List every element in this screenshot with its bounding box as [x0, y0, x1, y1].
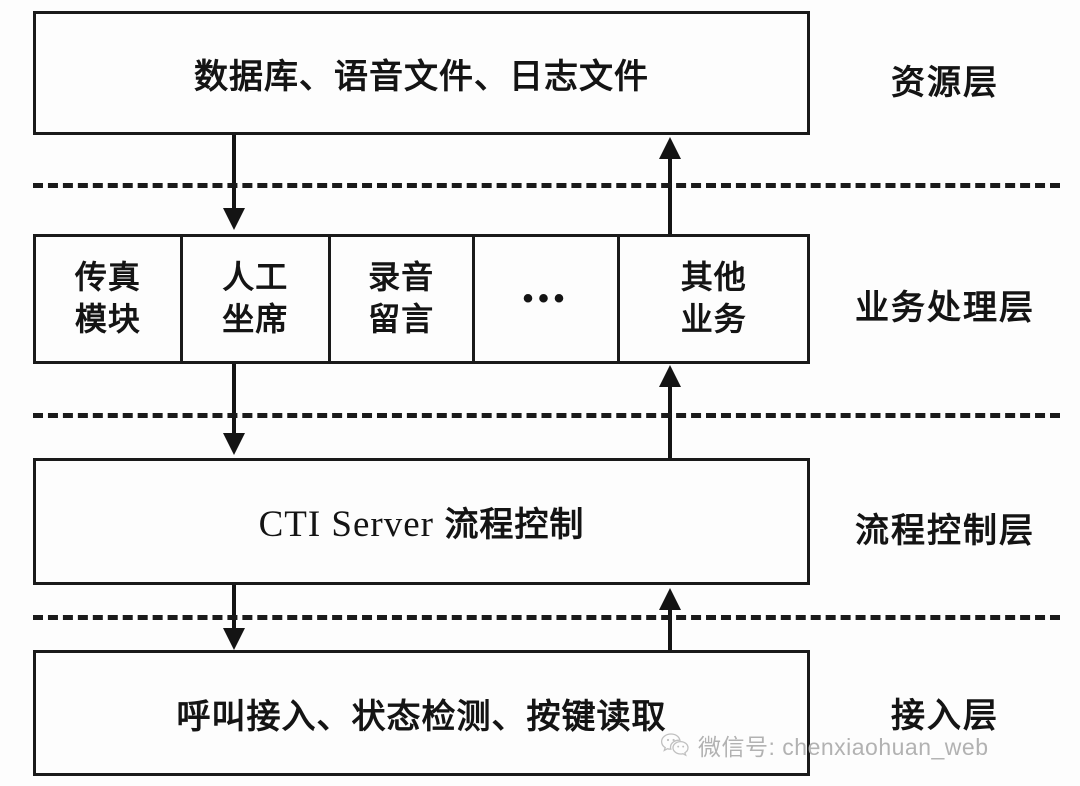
business-cell-agent-line1: 人工 — [222, 259, 289, 296]
connector-access-to-control-up — [668, 608, 672, 653]
separator-business-control — [33, 413, 1060, 418]
resource-layer-box: 数据库、语音文件、日志文件 — [33, 11, 810, 135]
resource-layer-text: 数据库、语音文件、日志文件 — [194, 57, 649, 96]
access-layer-box: 呼叫接入、状态检测、按键读取 — [33, 650, 810, 776]
control-layer-box: CTI Server 流程控制 — [33, 458, 810, 585]
business-layer-box: 传真 模块 人工 坐席 录音 留言 ••• 其他 业务 — [33, 234, 810, 364]
watermark-text: 微信号: chenxiaohuan_web — [698, 734, 989, 760]
arrowhead-down-business — [223, 208, 245, 230]
arrowhead-up-resource — [659, 137, 681, 159]
watermark: 微信号: chenxiaohuan_web — [660, 728, 989, 762]
business-cell-other[interactable]: 其他 业务 — [620, 237, 808, 361]
ellipsis-dots: ••• — [522, 282, 570, 315]
layer-label-resource: 资源层 — [891, 64, 999, 102]
arrowhead-up-control — [659, 588, 681, 610]
business-cell-voicemail-line1: 录音 — [368, 259, 435, 296]
connector-control-to-business-up — [668, 385, 672, 459]
layer-label-control: 流程控制层 — [855, 512, 1035, 550]
business-cell-ellipsis: ••• — [474, 237, 621, 361]
connector-resource-to-business-down — [232, 135, 236, 212]
arrowhead-down-access — [223, 628, 245, 650]
control-layer-text: CTI Server 流程控制 — [259, 497, 585, 546]
business-cell-other-line1: 其他 — [680, 259, 747, 296]
wechat-icon — [660, 732, 690, 758]
control-layer-text-latin: CTI Server — [258, 504, 434, 545]
connector-control-to-access-down — [232, 585, 236, 632]
layer-label-business: 业务处理层 — [855, 289, 1035, 327]
arrowhead-down-control — [223, 433, 245, 455]
business-cell-fax[interactable]: 传真 模块 — [36, 237, 183, 361]
business-cell-agent[interactable]: 人工 坐席 — [182, 237, 331, 361]
connector-business-to-control-down — [232, 364, 236, 436]
separator-control-access — [33, 615, 1060, 620]
business-cell-fax-line2: 模块 — [74, 301, 141, 337]
connector-business-to-resource-up — [668, 157, 672, 235]
layer-label-access: 接入层 — [891, 697, 999, 735]
separator-resource-business — [33, 183, 1060, 188]
business-cell-voicemail[interactable]: 录音 留言 — [330, 237, 475, 361]
business-cell-agent-line2: 坐席 — [222, 301, 289, 337]
access-layer-text: 呼叫接入、状态检测、按键读取 — [176, 697, 667, 736]
business-cell-fax-line1: 传真 — [74, 259, 141, 296]
business-cell-other-line2: 业务 — [680, 301, 747, 337]
control-layer-text-cjk: 流程控制 — [444, 506, 585, 544]
business-cell-voicemail-line2: 留言 — [368, 301, 435, 337]
arrowhead-up-business — [659, 365, 681, 387]
